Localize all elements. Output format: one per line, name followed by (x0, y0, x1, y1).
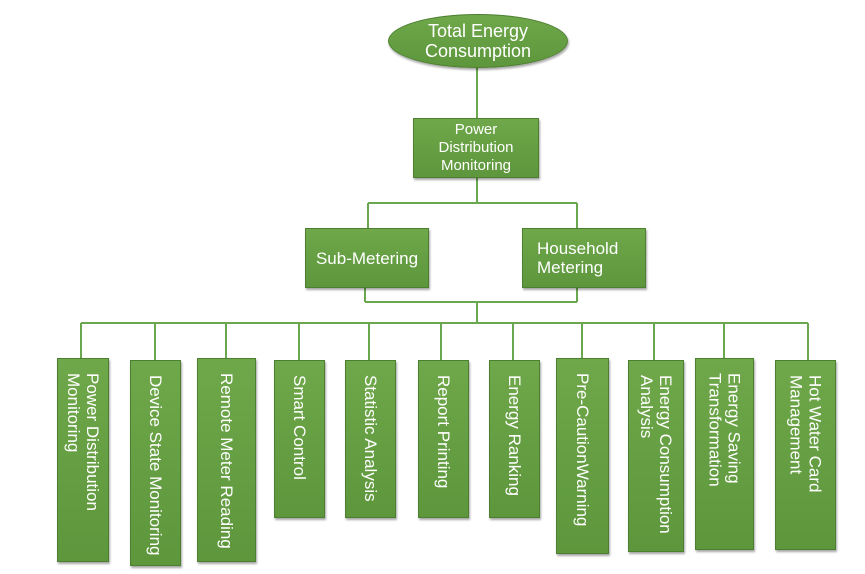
leaf-label: Report Printing (434, 375, 453, 489)
leaf-report-printing: Report Printing (418, 360, 469, 518)
root-node-total-energy: Total Energy Consumption (388, 14, 568, 68)
node-household-metering: Household Metering (522, 228, 646, 288)
node-power-distribution-label: Power Distribution Monitoring (438, 121, 514, 174)
leaf-statistic-analysis: Statistic Analysis (345, 360, 396, 518)
leaf-label: Energy Consumption Analysis (637, 375, 675, 534)
leaf-label: Pre-CautionWarning (573, 373, 592, 527)
leaf-label: Power Distribution Monitoring (64, 373, 102, 511)
node-sub-metering-label: Sub-Metering (315, 248, 419, 268)
leaf-energy-consumption-analysis: Energy Consumption Analysis (628, 360, 684, 552)
leaf-energy-saving-transformation: Energy Saving Transformation (695, 358, 754, 550)
leaf-label: Hot Water Card Management (786, 375, 825, 493)
leaf-label: Remote Meter Reading (217, 373, 236, 549)
node-household-metering-label: Household Metering (537, 239, 619, 277)
leaf-energy-ranking: Energy Ranking (489, 360, 540, 518)
node-sub-metering: Sub-Metering (305, 228, 429, 288)
leaf-label: Device State Monitoring (146, 375, 165, 556)
leaf-smart-control: Smart Control (274, 360, 325, 518)
leaf-label: Smart Control (290, 375, 309, 480)
node-power-distribution-monitoring: Power Distribution Monitoring (413, 118, 539, 178)
leaf-label: Energy Saving Transformation (705, 373, 744, 487)
leaf-label: Statistic Analysis (361, 375, 380, 502)
leaf-pre-caution-warning: Pre-CautionWarning (556, 358, 609, 554)
leaf-label: Energy Ranking (505, 375, 524, 496)
leaf-remote-meter-reading: Remote Meter Reading (197, 358, 256, 562)
leaf-power-distribution-monitoring: Power Distribution Monitoring (57, 358, 109, 562)
leaf-hot-water-card-management: Hot Water Card Management (775, 360, 836, 550)
leaf-device-state-monitoring: Device State Monitoring (130, 360, 181, 566)
root-node-label: Total Energy Consumption (424, 21, 532, 61)
